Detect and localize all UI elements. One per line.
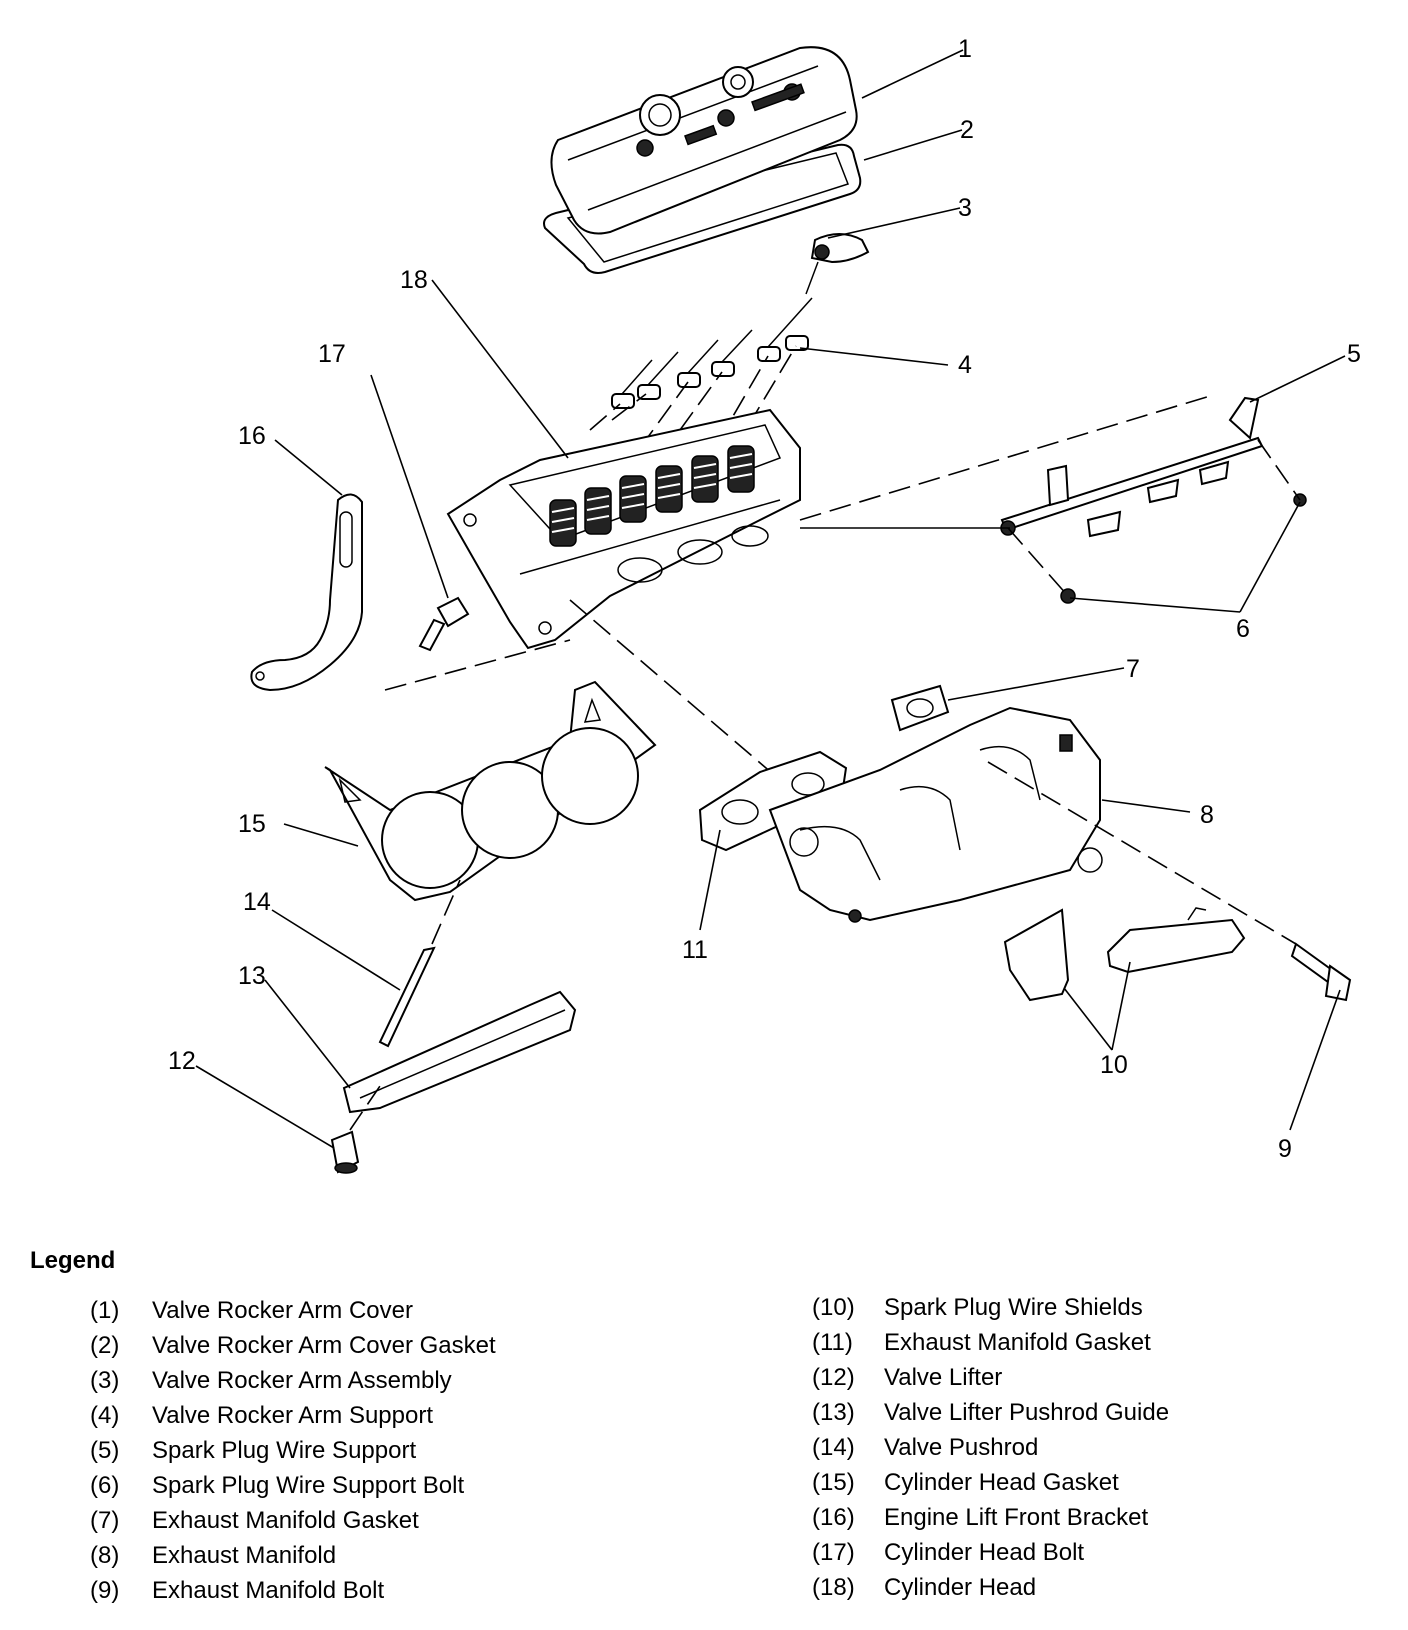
legend-number: (10) — [812, 1294, 855, 1321]
callout-5: 5 — [1347, 340, 1361, 368]
callout-4: 4 — [958, 351, 972, 379]
legend-number: (12) — [812, 1364, 855, 1391]
legend-label: Cylinder Head Gasket — [884, 1469, 1119, 1496]
callout-16: 16 — [238, 422, 266, 450]
callout-13: 13 — [238, 962, 266, 990]
legend-item: (8) Exhaust Manifold — [90, 1538, 496, 1573]
legend-item: (6) Spark Plug Wire Support Bolt — [90, 1468, 496, 1503]
legend-label: Valve Lifter Pushrod Guide — [884, 1399, 1170, 1426]
legend-label: Spark Plug Wire Support Bolt — [152, 1472, 465, 1499]
legend-item: (17) Cylinder Head Bolt — [812, 1535, 1169, 1570]
legend-number: (5) — [90, 1437, 120, 1464]
legend-label: Valve Lifter — [884, 1364, 1003, 1391]
legend-left-column: (1) Valve Rocker Arm Cover (2) Valve Rocke… — [90, 1293, 496, 1608]
legend-label: Spark Plug Wire Support — [152, 1437, 417, 1464]
legend-item: (18) Cylinder Head — [812, 1570, 1169, 1605]
manifold-bolt-drawing — [987, 761, 1352, 1002]
callout-2: 2 — [960, 116, 974, 144]
legend-item: (14) Valve Pushrod — [812, 1430, 1169, 1465]
callout-14: 14 — [243, 888, 271, 916]
legend-label: Exhaust Manifold Gasket — [884, 1329, 1151, 1356]
callout-9: 9 — [1278, 1135, 1292, 1163]
legend-label: Exhaust Manifold — [152, 1542, 337, 1569]
legend-item: (13) Valve Lifter Pushrod Guide — [812, 1395, 1169, 1430]
cylinder-head-drawing — [446, 408, 801, 650]
legend-number: (2) — [90, 1332, 120, 1359]
callout-11: 11 — [682, 936, 708, 964]
manifold-gasket-right-drawing — [890, 684, 950, 732]
legend-number: (4) — [90, 1402, 120, 1429]
pushrod-drawing — [378, 879, 461, 1048]
wire-shields-drawing — [1003, 907, 1246, 1002]
legend-item: (5) Spark Plug Wire Support — [90, 1433, 496, 1468]
callout-labels: 1 2 3 4 5 6 7 8 9 10 11 12 13 14 15 16 1… — [168, 35, 1361, 1163]
legend-item: (4) Valve Rocker Arm Support — [90, 1398, 496, 1433]
legend-item: (9) Exhaust Manifold Bolt — [90, 1573, 496, 1608]
legend-label: Valve Pushrod — [884, 1434, 1039, 1461]
support-bolts-drawing — [1007, 439, 1307, 604]
rocker-cover-drawing — [550, 46, 858, 235]
legend-number: (9) — [90, 1577, 120, 1604]
legend-item: (16) Engine Lift Front Bracket — [812, 1500, 1169, 1535]
legend-number: (13) — [812, 1399, 855, 1426]
legend-item: (12) Valve Lifter — [812, 1360, 1169, 1395]
legend-label: Exhaust Manifold Bolt — [152, 1577, 385, 1604]
legend-right-column: (10) Spark Plug Wire Shields (11) Exhaust … — [812, 1290, 1169, 1605]
callout-10: 10 — [1100, 1051, 1128, 1079]
legend-number: (7) — [90, 1507, 120, 1534]
legend-number: (14) — [812, 1434, 855, 1461]
callout-17: 17 — [318, 340, 346, 368]
legend-label: Engine Lift Front Bracket — [884, 1504, 1149, 1531]
legend-number: (3) — [90, 1367, 120, 1394]
legend-number: (15) — [812, 1469, 855, 1496]
exhaust-manifold-drawing — [768, 706, 1103, 923]
legend-label: Valve Rocker Arm Assembly — [152, 1367, 452, 1394]
legend-number: (18) — [812, 1574, 855, 1601]
legend-label: Valve Rocker Arm Cover — [152, 1297, 413, 1324]
callout-7: 7 — [1126, 655, 1140, 683]
legend-number: (16) — [812, 1504, 855, 1531]
legend-number: (6) — [90, 1472, 120, 1499]
legend-label: Exhaust Manifold Gasket — [152, 1507, 419, 1534]
lift-bracket-drawing — [250, 493, 363, 692]
head-gasket-drawing — [324, 680, 657, 902]
legend-item: (10) Spark Plug Wire Shields — [812, 1290, 1169, 1325]
legend-item: (3) Valve Rocker Arm Assembly — [90, 1363, 496, 1398]
legend-number: (11) — [812, 1329, 853, 1356]
callout-3: 3 — [958, 194, 972, 222]
legend-item: (1) Valve Rocker Arm Cover — [90, 1293, 496, 1328]
legend-item: (11) Exhaust Manifold Gasket — [812, 1325, 1169, 1360]
legend-number: (1) — [90, 1297, 120, 1324]
callout-8: 8 — [1200, 801, 1214, 829]
legend-title: Legend — [30, 1247, 116, 1274]
exploded-parts-diagram: 1 2 3 4 5 6 7 8 9 10 11 12 13 14 15 16 1… — [168, 35, 1361, 1174]
legend-label: Cylinder Head — [884, 1574, 1037, 1601]
legend-item: (15) Cylinder Head Gasket — [812, 1465, 1169, 1500]
callout-12: 12 — [168, 1047, 196, 1075]
legend-label: Spark Plug Wire Shields — [884, 1294, 1143, 1321]
pushrod-guide-drawing — [342, 990, 577, 1114]
legend-number: (8) — [90, 1542, 120, 1569]
spark-plug-wire-support-drawing — [1000, 396, 1264, 538]
legend-label: Valve Rocker Arm Support — [152, 1402, 434, 1429]
head-bolt-drawing — [418, 596, 470, 652]
callout-18: 18 — [400, 266, 428, 294]
callout-15: 15 — [238, 810, 266, 838]
callout-1: 1 — [958, 35, 972, 63]
legend-item: (7) Exhaust Manifold Gasket — [90, 1503, 496, 1538]
legend-label: Cylinder Head Bolt — [884, 1539, 1085, 1566]
legend-label: Valve Rocker Arm Cover Gasket — [152, 1332, 496, 1359]
valve-lifter-drawing — [330, 1085, 381, 1174]
rocker-arm-drawing — [805, 233, 870, 295]
callout-6: 6 — [1236, 615, 1250, 643]
leader-lines — [195, 49, 1346, 1149]
legend-number: (17) — [812, 1539, 855, 1566]
legend-item: (2) Valve Rocker Arm Cover Gasket — [90, 1328, 496, 1363]
